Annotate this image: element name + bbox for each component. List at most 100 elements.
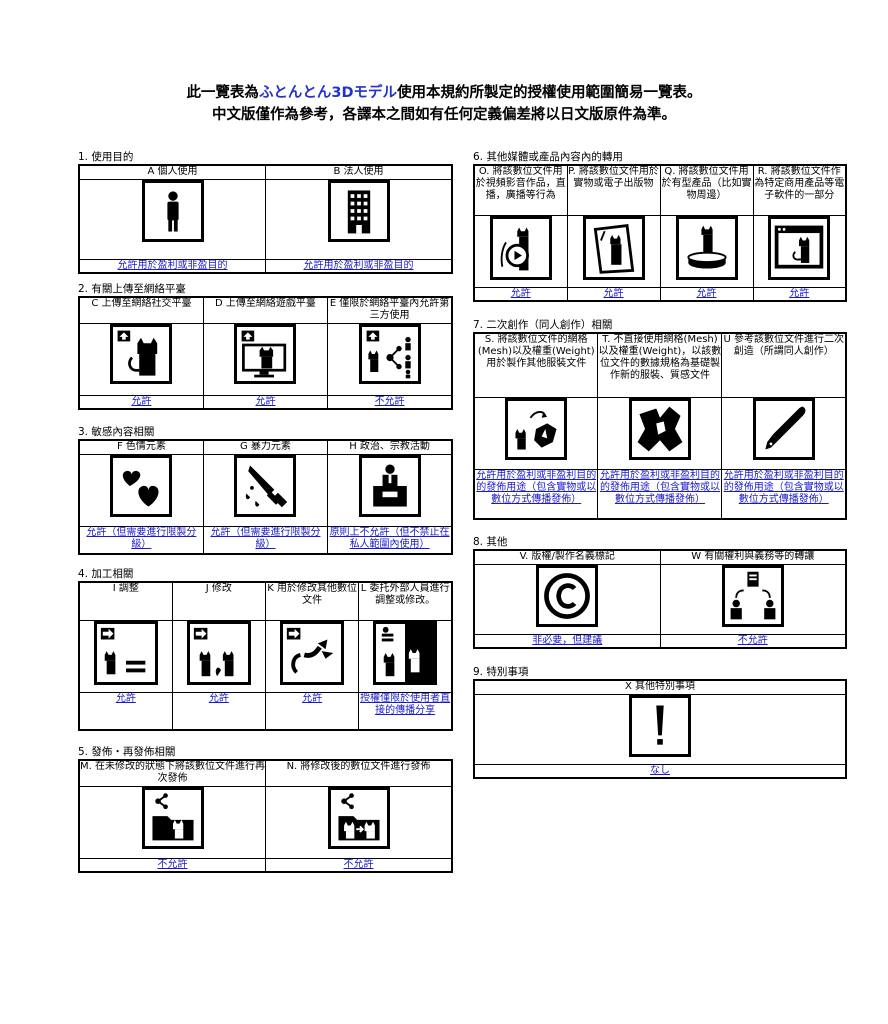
permission-text: 不允許 [265, 857, 453, 873]
col-header: A 個人使用 [78, 164, 266, 180]
col-header: F 色情元素 [78, 439, 204, 455]
col-header: I 調整 [78, 581, 173, 621]
permission-text: 授權僅限於使用者直接的傳播分享 [358, 691, 453, 731]
section-upload: 2. 有關上傳至網絡平臺 C 上傳至網絡社交平臺 D 上傳至網絡遊戲平臺 E 僅… [78, 282, 453, 410]
permission-text: 允許 [171, 691, 267, 731]
col-header: C 上傳至網絡社交平臺 [78, 296, 204, 324]
building-icon [327, 179, 390, 242]
section-derivative: 7. 二次創作（同人創作）相關 S. 將該數位文件的網格(Mesh)以及權重(W… [473, 318, 847, 520]
upload-cat-icon [110, 323, 173, 384]
permission-text: 允許用於盈利或非盈目的 [78, 258, 266, 274]
knife-icon [234, 454, 297, 517]
section-usage-purpose: 1. 使用目的 A 個人使用 B 法人使用 允許用於盈利或非盈目的 允許用於盈利… [78, 150, 453, 274]
permission-text: 允許 [473, 286, 568, 302]
col-header: B 法人使用 [265, 164, 453, 180]
redistribution-table: M. 在未修改的狀態下將該數位文件進行再次發佈 N. 將修改後的數位文件進行發佈… [78, 759, 453, 873]
permission-text: 不允許 [78, 857, 266, 873]
col-header: N. 將修改後的數位文件進行發佈 [265, 759, 453, 787]
col-header: W 有關權利與義務等的轉讓 [659, 549, 847, 565]
section-title: 8. 其他 [473, 536, 508, 548]
permission-text: 允許 [264, 691, 360, 731]
col-header: X 其他特別事項 [473, 679, 847, 695]
video-icon [489, 215, 552, 280]
pen-icon [752, 397, 815, 460]
title-suffix: 使用本規約所製定的授權使用範圍簡易一覽表。 [397, 85, 702, 101]
upload-monitor-icon [234, 323, 297, 384]
col-header: G 暴力元素 [202, 439, 329, 455]
permission-text: 允許 [78, 394, 204, 410]
section-title: 1. 使用目的 [78, 151, 134, 163]
software-icon [768, 215, 831, 280]
outsource-icon [373, 620, 438, 685]
col-header: J 修改 [171, 581, 267, 621]
cloth-icon [628, 397, 691, 460]
processing-table: I 調整 J 修改 K 用於修改其他數位文件 L 委托外部人員進行調整或修改。 … [78, 581, 453, 731]
section-title: 6. 其他媒體或產品內容內的轉用 [473, 151, 623, 163]
permission-text: 允許 [202, 394, 329, 410]
permission-text: 允許 [659, 286, 754, 302]
col-header: U 參考該數位文件進行二次創造（所謂同人創作） [721, 332, 847, 398]
permission-text: なし [473, 763, 847, 779]
section-title: 5. 發佈・再發佈相關 [78, 746, 176, 758]
cloth-convert-icon [505, 397, 568, 460]
share-people-icon [358, 323, 421, 384]
upload-table: C 上傳至網絡社交平臺 D 上傳至網絡遊戲平臺 E 僅限於網絡平臺內允許第三方使… [78, 296, 453, 410]
modify-icon [186, 620, 251, 685]
col-header: S. 將該數位文件的網格(Mesh)以及權重(Weight)用於製作其他服裝文件 [473, 332, 599, 398]
other-media-table: O. 將該數位文件用於視頻影音作品，直播，廣播等行為 P. 將該數位文件用於實物… [473, 164, 847, 302]
col-header: L 委托外部人員進行調整或修改。 [358, 581, 453, 621]
usage-purpose-table: A 個人使用 B 法人使用 允許用於盈利或非盈目的 允許用於盈利或非盈目的 [78, 164, 453, 274]
permission-text: 非必要，但建議 [473, 633, 661, 649]
adjust-icon [93, 620, 158, 685]
permission-text: 允許 [78, 691, 173, 731]
section-title: 9. 特別事項 [473, 666, 529, 678]
special-table: X 其他特別事項 なし [473, 679, 847, 779]
section-special: 9. 特別事項 X 其他特別事項 なし [473, 665, 847, 779]
derivative-table: S. 將該數位文件的網格(Mesh)以及權重(Weight)用於製作其他服裝文件… [473, 332, 847, 520]
title-prefix: 此一覽表為 [186, 85, 259, 101]
permission-text: 允許用於盈利或非盈利目的的發佈用途（包含實物或以數位方式傳播發佈） [597, 468, 723, 520]
col-header: D 上傳至網絡遊戲平臺 [202, 296, 329, 324]
col-header: O. 將該數位文件用於視頻影音作品，直播，廣播等行為 [473, 164, 568, 216]
hearts-icon [110, 454, 173, 517]
section-title: 2. 有關上傳至網絡平臺 [78, 283, 186, 295]
section-other: 8. 其他 V. 版權/製作名義標記 W 有關權利與義務等的轉讓 非必要，但建議… [473, 535, 847, 649]
col-header: V. 版權/製作名義標記 [473, 549, 661, 565]
permission-text: 允許用於盈利或非盈利目的的發佈用途（包含實物或以數位方式傳播發佈） [473, 468, 599, 520]
col-header: R. 將該數位文件作為特定商用產品等電子軟件的一部分 [752, 164, 847, 216]
permission-text: 允許 [752, 286, 847, 302]
other-table: V. 版權/製作名義標記 W 有關權利與義務等的轉讓 非必要，但建議 不允許 [473, 549, 847, 649]
permission-text: 允許（但需要進行限製分級） [78, 525, 204, 555]
permission-text: 不允許 [327, 394, 453, 410]
page-title-line2: 中文版僅作為參考，各譯本之間如有任何定義偏差將以日文版原件為準。 [212, 107, 676, 123]
col-header: P. 將該數位文件用於實物或電子出版物 [566, 164, 661, 216]
col-header: T. 不直接使用網格(Mesh)以及權重(Weight)，以該數位文件的數據規格… [597, 332, 723, 398]
section-title: 7. 二次創作（同人創作）相關 [473, 319, 613, 331]
redistribute-modified-icon [327, 786, 390, 849]
col-header: K 用於修改其他數位文件 [264, 581, 360, 621]
exclamation-icon [629, 694, 691, 757]
modify-other-icon [280, 620, 345, 685]
redistribute-icon [141, 786, 204, 849]
permission-text: 允許用於盈利或非盈目的 [265, 258, 453, 274]
permission-text: 允許 [566, 286, 661, 302]
section-sensitive: 3. 敏感內容相關 F 色情元素 G 暴力元素 H 政治、宗教活動 允許（但需要… [78, 425, 453, 555]
permission-text: 允許（但需要進行限製分級） [202, 525, 329, 555]
permission-text: 不允許 [659, 633, 847, 649]
permission-text: 原則上不允許（但不禁止在私人範圍內使用） [327, 525, 453, 555]
figure-icon [675, 215, 738, 280]
section-processing: 4. 加工相關 I 調整 J 修改 K 用於修改其他數位文件 L 委托外部人員進… [78, 567, 453, 731]
publication-icon [582, 215, 645, 280]
podium-icon [358, 454, 421, 517]
sensitive-table: F 色情元素 G 暴力元素 H 政治、宗教活動 允許（但需要進行限製分級） 允許… [78, 439, 453, 555]
section-other-media: 6. 其他媒體或產品內容內的轉用 O. 將該數位文件用於視頻影音作品，直播，廣播… [473, 150, 847, 302]
transfer-icon [721, 564, 784, 627]
copyright-icon [536, 564, 599, 627]
permission-text: 允許用於盈利或非盈利目的的發佈用途（包含實物或以數位方式傳播發佈） [721, 468, 847, 520]
col-header: Q. 將該數位文件用於有型產品（比如實物周邊） [659, 164, 754, 216]
page-title-line1: 此一覽表為ふとんとん3Dモデル使用本規約所製定的授權使用範圍簡易一覽表。 [0, 82, 888, 104]
section-title: 4. 加工相關 [78, 568, 134, 580]
col-header: M. 在未修改的狀態下將該數位文件進行再次發佈 [78, 759, 266, 787]
section-redistribution: 5. 發佈・再發佈相關 M. 在未修改的狀態下將該數位文件進行再次發佈 N. 將… [78, 745, 453, 873]
col-header: H 政治、宗教活動 [327, 439, 453, 455]
